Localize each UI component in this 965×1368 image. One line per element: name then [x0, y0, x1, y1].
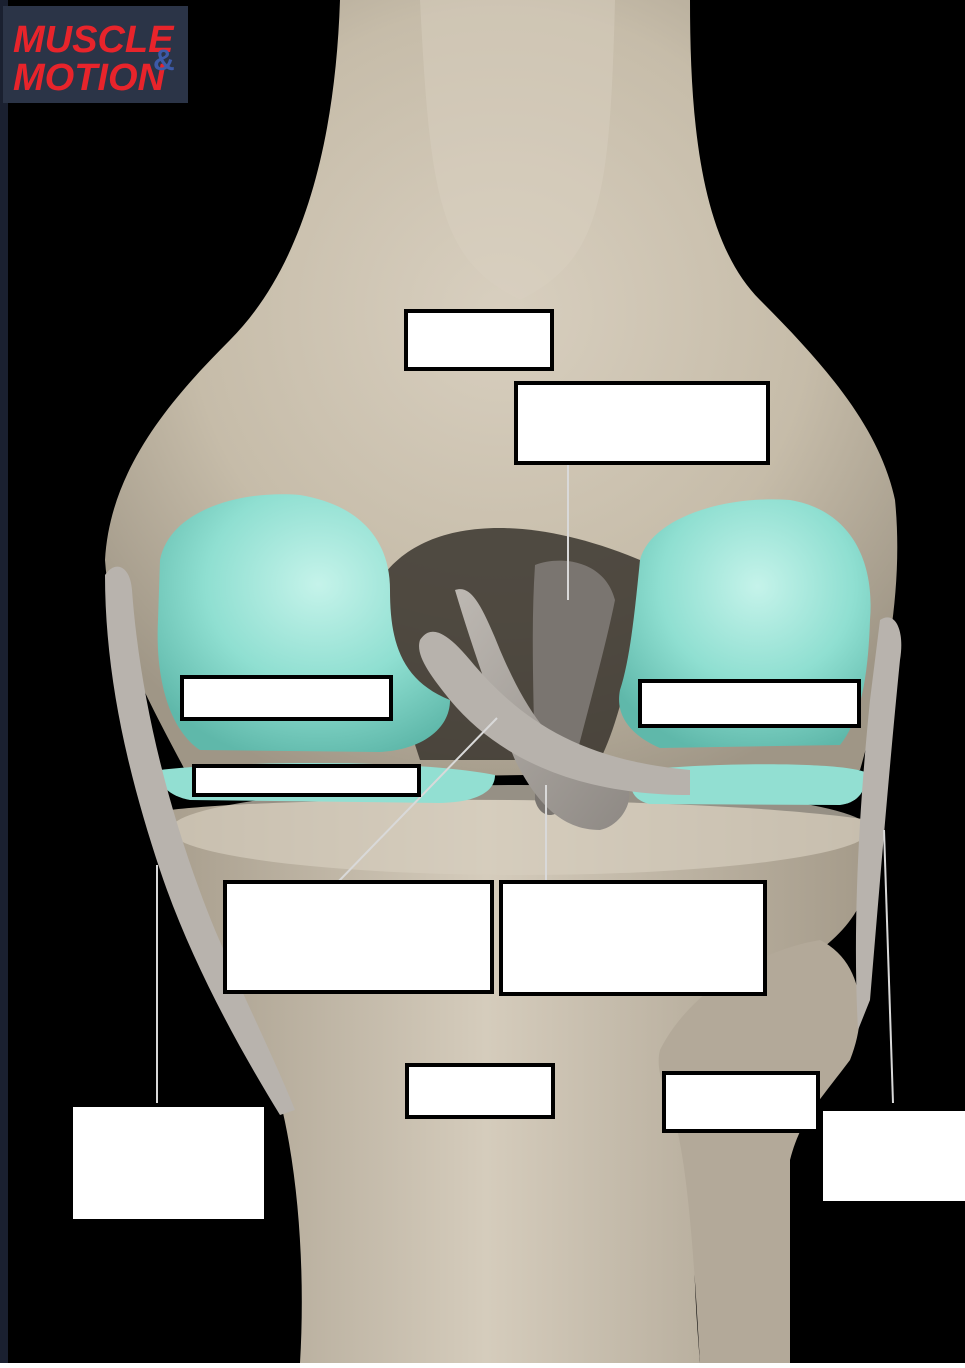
label-box-6[interactable]: [223, 880, 494, 994]
logo-graphic: MUSCLE MOTION &: [3, 6, 188, 103]
label-box-9[interactable]: [662, 1071, 820, 1133]
label-box-8[interactable]: [405, 1063, 555, 1119]
label-box-3[interactable]: [180, 675, 393, 721]
left-edge-strip: [0, 0, 8, 1363]
logo-line-1: MUSCLE: [13, 19, 175, 61]
label-box-10[interactable]: [73, 1107, 264, 1219]
logo-ampersand: &: [153, 44, 175, 77]
label-box-11[interactable]: [823, 1111, 965, 1201]
logo-line-2: MOTION: [13, 57, 167, 99]
label-box-1[interactable]: [404, 309, 554, 371]
label-box-7[interactable]: [499, 880, 767, 996]
label-box-4[interactable]: [638, 679, 861, 728]
label-box-5[interactable]: [192, 764, 421, 797]
label-box-2[interactable]: [514, 381, 770, 465]
muscle-and-motion-logo: MUSCLE MOTION &: [3, 6, 188, 103]
